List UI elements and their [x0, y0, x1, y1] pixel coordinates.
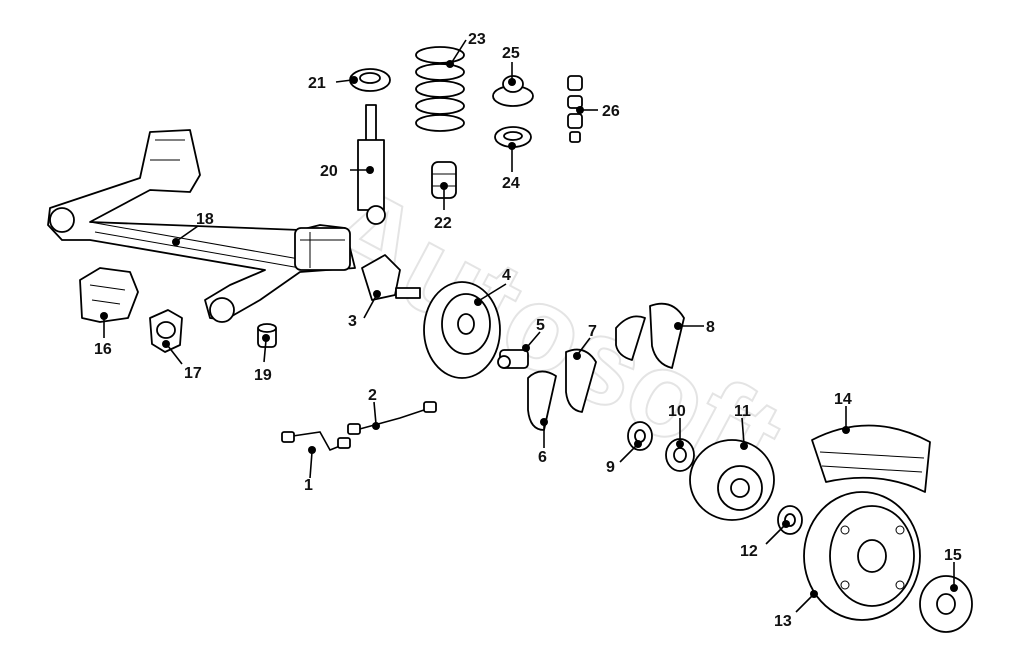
part-seat-ring	[494, 126, 532, 148]
callout-13: 13	[774, 613, 792, 630]
callout-14: 14	[834, 391, 852, 408]
part-hub-bearing	[777, 505, 803, 535]
callout-6: 6	[538, 449, 547, 466]
part-wheel-rim	[803, 491, 921, 621]
part-brake-shoe-set	[615, 302, 685, 369]
callout-15: 15	[944, 547, 962, 564]
part-coil-spring	[415, 46, 465, 132]
part-axle-beam	[47, 129, 356, 323]
part-bracket	[79, 267, 139, 323]
callout-21: 21	[308, 75, 326, 92]
part-brake-drum	[689, 439, 775, 521]
part-backing-plate	[423, 281, 501, 379]
part-bearing-inner	[627, 421, 653, 451]
callout-12: 12	[740, 543, 758, 560]
part-hub-cap	[919, 575, 973, 633]
callout-23: 23	[468, 31, 486, 48]
part-buffer-set	[567, 75, 583, 143]
callout-labels: 1 2 3 4 5 6 7 8 9 10 11 12 13 14 15 16 1…	[94, 31, 962, 630]
callout-18: 18	[196, 211, 214, 228]
part-brake-hose	[281, 431, 351, 452]
part-bush	[257, 323, 277, 348]
callout-20: 20	[320, 163, 338, 180]
part-stub-axle	[361, 254, 421, 301]
part-brake-pipe	[347, 401, 437, 435]
callout-8: 8	[706, 319, 715, 336]
callout-25: 25	[502, 45, 520, 62]
callout-5: 5	[536, 317, 545, 334]
part-tyre	[811, 424, 931, 493]
callout-2: 2	[368, 387, 377, 404]
callout-26: 26	[602, 103, 620, 120]
callout-11: 11	[734, 403, 751, 420]
callout-leaders	[100, 39, 958, 613]
callout-19: 19	[254, 367, 272, 384]
callout-7: 7	[588, 323, 597, 340]
callout-4: 4	[502, 267, 511, 284]
callout-10: 10	[668, 403, 686, 420]
callout-3: 3	[348, 313, 357, 330]
part-shock-absorber	[357, 104, 386, 225]
part-bush-clamp	[149, 309, 183, 353]
callout-24: 24	[502, 175, 520, 192]
callout-9: 9	[606, 459, 615, 476]
callout-17: 17	[184, 365, 202, 382]
part-brake-shoe-upper	[565, 348, 597, 413]
callout-16: 16	[94, 341, 112, 358]
part-wheel-cylinder	[497, 349, 529, 369]
callout-1: 1	[304, 477, 313, 494]
callout-22: 22	[434, 215, 452, 232]
